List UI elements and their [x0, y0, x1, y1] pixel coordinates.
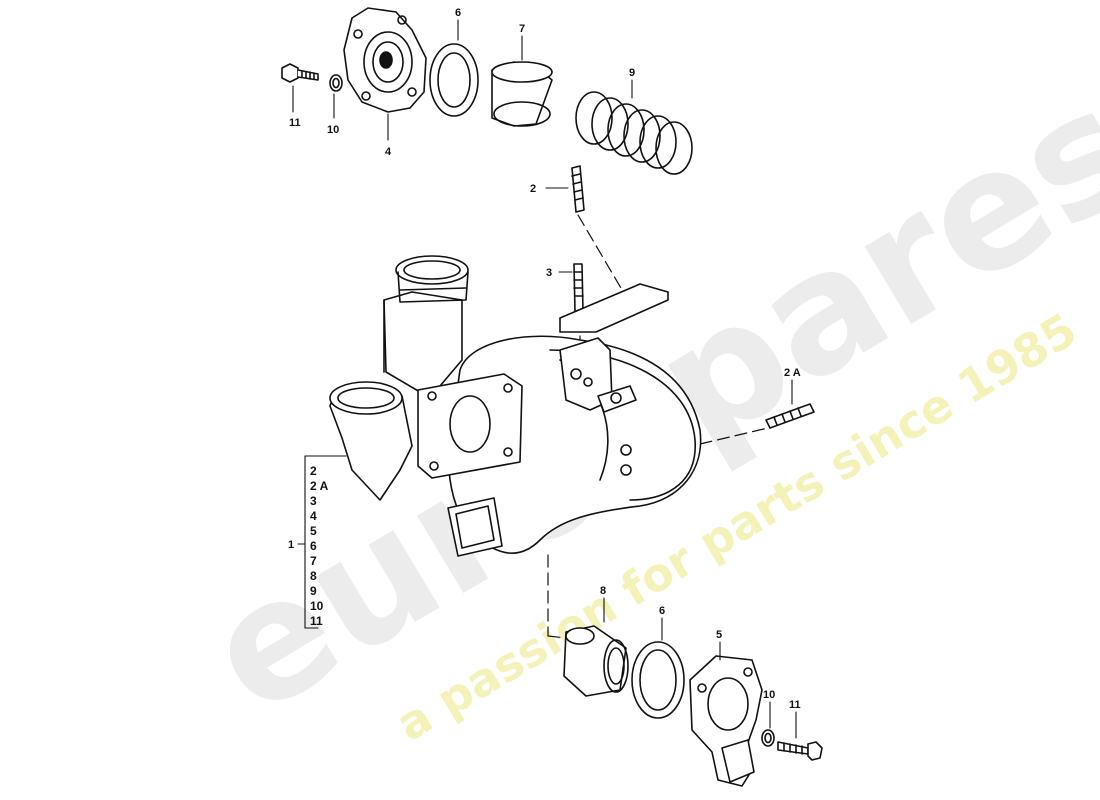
assembly-bracket [297, 455, 347, 629]
label-6-bottom: 6 [659, 605, 665, 617]
assembly-list-item: 4 [310, 509, 317, 523]
assembly-list-item: 2 [310, 464, 317, 478]
label-9: 9 [629, 67, 635, 79]
label-6-top: 6 [455, 7, 461, 19]
assembly-list-item: 10 [310, 599, 324, 613]
end-cover-5 [689, 641, 763, 787]
label-7: 7 [519, 23, 525, 35]
assembly-list-item: 11 [310, 614, 323, 628]
washer-10-bottom [761, 701, 775, 747]
stud-2a [765, 379, 815, 429]
label-2a: 2 A [784, 367, 801, 379]
assembly-list-item: 2 A [310, 479, 329, 493]
turbocharger-assembly-1 [329, 255, 702, 557]
assembly-list-item: 9 [310, 584, 317, 598]
gasket-6-top [429, 19, 479, 117]
label-8: 8 [600, 585, 606, 597]
stud-3 [558, 263, 584, 313]
assembly-list-item: 8 [310, 569, 317, 583]
assembly-list-item: 3 [310, 494, 317, 508]
label-10-bottom: 10 [763, 689, 775, 701]
assembly-list: 2 2 A 3 4 5 6 7 8 9 10 11 [310, 464, 329, 628]
washer-10-top [329, 74, 343, 119]
label-10-top: 10 [327, 124, 339, 136]
label-1: 1 [288, 539, 294, 551]
label-11-top: 11 [289, 117, 301, 129]
label-3: 3 [546, 267, 552, 279]
assembly-list-item: 6 [310, 539, 317, 553]
sleeve-7-top [491, 35, 553, 127]
label-4: 4 [385, 146, 392, 158]
assembly-list-item: 5 [310, 524, 317, 538]
callout-labels: 11 10 4 6 7 9 2 3 2 A 8 6 5 10 11 1 [288, 7, 801, 711]
bolt-11-bottom [777, 711, 823, 761]
sleeve-8-bottom [563, 597, 629, 697]
assembly-list-item: 7 [310, 554, 317, 568]
stud-2 [545, 165, 585, 213]
spring-9 [575, 79, 693, 175]
label-11-bottom: 11 [789, 699, 801, 711]
end-cover-4 [343, 7, 427, 141]
label-5: 5 [716, 629, 722, 641]
label-2: 2 [530, 183, 536, 195]
gasket-6-bottom [631, 617, 685, 719]
bolt-11-top [281, 63, 319, 113]
